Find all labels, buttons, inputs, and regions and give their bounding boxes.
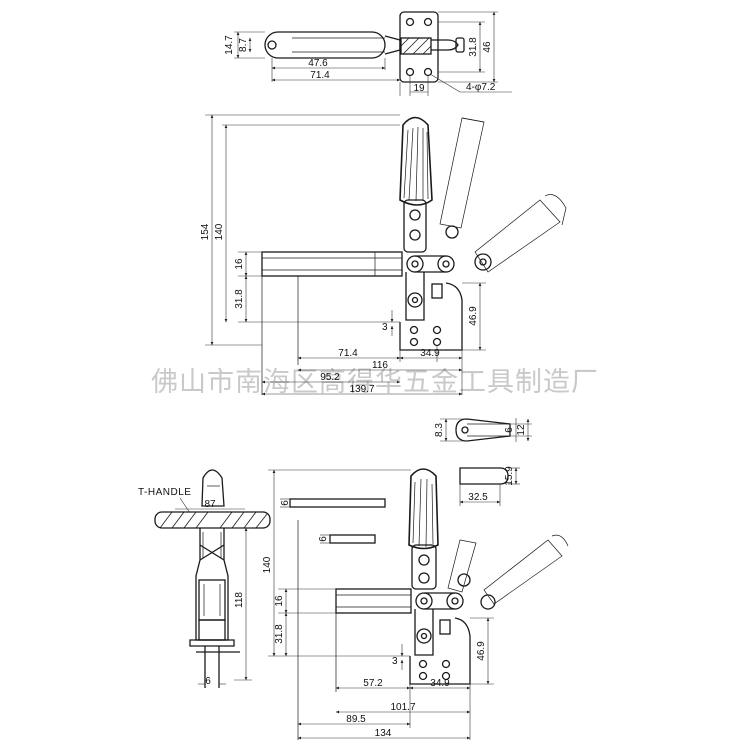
dim-top-holes: 4-φ7.2 [466, 82, 496, 93]
top-view-bar-hole [267, 40, 277, 50]
dim-lower-46-9: 46.9 [476, 641, 487, 661]
dim-main-71-4: 71.4 [338, 348, 358, 359]
dim-top-19: 19 [413, 83, 425, 94]
detail-spindle-pad: 15.9 32.5 [459, 466, 520, 506]
top-view: 14.7 8.7 47.6 71.4 31.8 46 19 4-φ7.2 [224, 11, 512, 96]
dim-lower-6b: 6 [318, 536, 329, 542]
dim-small-8-3: 8.3 [434, 423, 445, 437]
dim-main-16: 16 [234, 258, 245, 270]
main-base [399, 282, 463, 351]
dim-top-47-6: 47.6 [308, 58, 328, 69]
dim-small-32-5: 32.5 [468, 492, 488, 503]
watermark-text: 佛山市南海区高得华五金工具制造厂 [151, 367, 599, 398]
dim-main-140: 140 [214, 223, 225, 240]
dim-top-46: 46 [482, 41, 493, 53]
dim-main-154: 154 [200, 223, 211, 240]
dim-lower-89-5: 89.5 [346, 714, 366, 725]
dim-main-116: 116 [372, 360, 388, 371]
dim-lower-34-9: 34.9 [430, 678, 450, 689]
lower-grip [408, 468, 439, 550]
top-view-base-plate [399, 11, 439, 83]
dim-top-14-7: 14.7 [224, 35, 235, 55]
dim-lower-101-7: 101.7 [390, 702, 415, 713]
lower-base [409, 617, 471, 685]
dim-lower-31-8: 31.8 [274, 624, 285, 644]
dim-front-87: 87 [204, 499, 216, 510]
dim-lower-3: 3 [392, 656, 398, 667]
main-grip [399, 116, 433, 206]
dim-lower-6a: 6 [280, 500, 291, 506]
dim-top-8-7: 8.7 [238, 38, 249, 52]
detail-bar-end: 8.3 6 12 [434, 418, 532, 442]
dim-small-12: 12 [516, 424, 527, 436]
dim-lower-140: 140 [262, 556, 273, 573]
dim-front-118: 118 [234, 592, 245, 608]
main-side-view: 154 140 16 31.8 3 46.9 71.4 34.9 116 95.… [200, 114, 567, 396]
dim-top-71-4: 71.4 [310, 70, 330, 81]
dim-main-3: 3 [382, 322, 388, 333]
label-t-handle: T-HANDLE [138, 487, 191, 498]
dim-lower-134: 134 [375, 728, 392, 739]
dim-main-139-7: 139.7 [349, 384, 374, 395]
dim-main-34-9: 34.9 [420, 348, 440, 359]
dim-main-46-9: 46.9 [468, 306, 479, 326]
dim-top-31-8: 31.8 [468, 37, 479, 57]
dim-lower-57-2: 57.2 [363, 678, 383, 689]
dim-lower-16: 16 [274, 595, 285, 607]
top-view-bar [264, 31, 386, 59]
lower-side-view: 6 6 140 16 3 [262, 468, 569, 740]
dim-front-6: 6 [205, 676, 211, 687]
front-view-t-handle: T-HANDLE 87 6 118 [138, 469, 271, 688]
dim-small-15-9: 15.9 [504, 466, 515, 486]
dim-main-31-8: 31.8 [234, 289, 245, 309]
dim-small-6: 6 [504, 427, 515, 433]
dim-main-95-2: 95.2 [320, 372, 340, 383]
t-handle-crossbar [154, 511, 271, 529]
